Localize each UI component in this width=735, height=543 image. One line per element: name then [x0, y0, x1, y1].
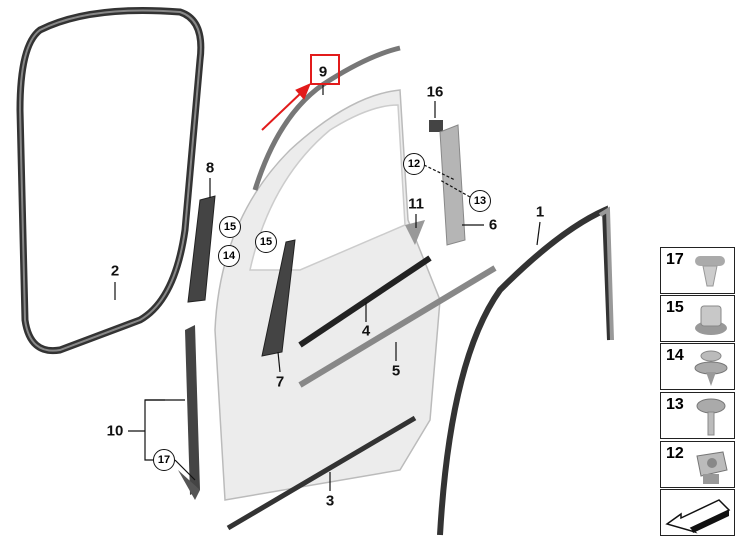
part-5-outer-belt: [298, 265, 497, 388]
clip-icon: [695, 256, 725, 287]
legend-number: 17: [666, 251, 684, 268]
part-label-2[interactable]: 2: [110, 262, 120, 280]
part-label-11[interactable]: 11: [408, 195, 424, 213]
part-11-bracket: [405, 220, 425, 245]
circled-label-15[interactable]: 15: [219, 216, 241, 238]
part-10-strip: [185, 325, 200, 495]
part-16-cap: [429, 120, 443, 132]
legend-item-15[interactable]: 15: [660, 295, 735, 342]
part-7-triangle-trim: [261, 239, 296, 357]
nut-clip-icon: [695, 305, 727, 335]
legend-item-arrow[interactable]: [660, 489, 735, 536]
highlight-arrow: [261, 83, 311, 131]
circled-label-13[interactable]: 13: [469, 190, 491, 212]
part-label-8[interactable]: 8: [205, 159, 215, 177]
part-label-9[interactable]: 9: [318, 63, 328, 81]
legend-item-17[interactable]: 17: [660, 247, 735, 294]
legend-number: 13: [666, 396, 684, 413]
part-4-belt-seal: [298, 255, 432, 348]
part-label-7[interactable]: 7: [275, 373, 285, 391]
part-6-pillar-trim: [439, 124, 466, 246]
legend-item-14[interactable]: 14: [660, 343, 735, 390]
legend-number: 12: [666, 445, 684, 462]
circled-label-15[interactable]: 15: [255, 231, 277, 253]
legend-number: 15: [666, 299, 684, 316]
screw-icon: [696, 398, 726, 436]
circled-label-14[interactable]: 14: [218, 245, 240, 267]
cage-nut-icon: [696, 451, 728, 484]
direction-arrow-icon: [665, 499, 731, 534]
part-1-frame-seal: [437, 205, 613, 536]
part-8-mirror-trim: [187, 195, 216, 303]
part-label-4[interactable]: 4: [361, 322, 371, 340]
legend-item-12[interactable]: 12: [660, 441, 735, 488]
part-label-10[interactable]: 10: [106, 422, 124, 440]
part-label-3[interactable]: 3: [325, 492, 335, 510]
part-2-door-seal: [16, 6, 205, 355]
part-label-5[interactable]: 5: [391, 362, 401, 380]
legend-number: 14: [666, 347, 684, 364]
circled-label-17[interactable]: 17: [153, 449, 175, 471]
leader-lines: [114, 84, 541, 491]
highlight-box: [310, 54, 340, 85]
part-label-16[interactable]: 16: [426, 83, 444, 101]
part-3-bottom-seal: [226, 415, 417, 531]
circled-label-12[interactable]: 12: [403, 153, 425, 175]
legend-item-13[interactable]: 13: [660, 392, 735, 439]
part-label-1[interactable]: 1: [535, 203, 545, 221]
part-9-window-channel: [252, 45, 401, 191]
part-label-6[interactable]: 6: [488, 216, 498, 234]
expanding-rivet-icon: [694, 350, 728, 386]
